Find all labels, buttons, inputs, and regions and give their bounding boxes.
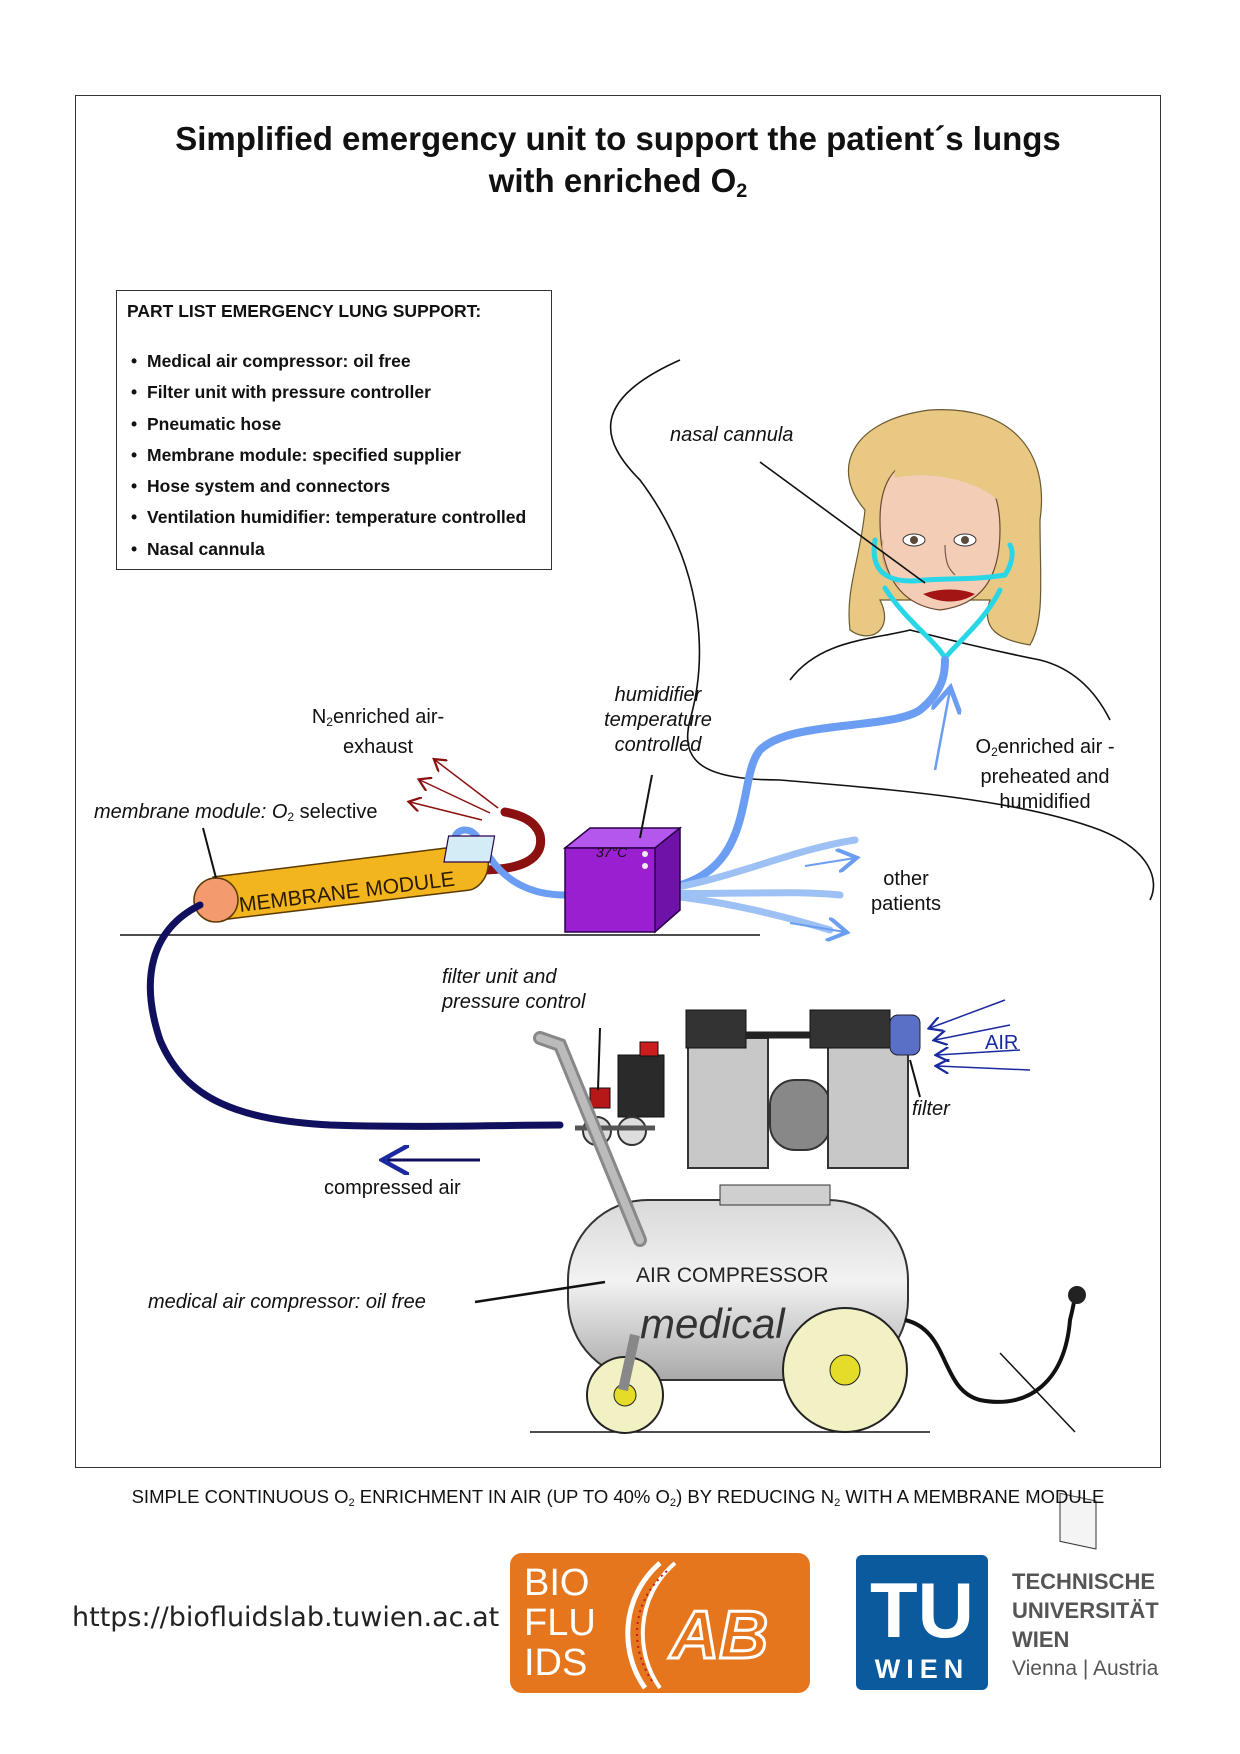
medical-compressor-pointer (474, 1280, 606, 1304)
patient-face (847, 409, 1042, 646)
compressed-air-hose (146, 901, 564, 1130)
title-line-1: Simplified emergency unit to support the… (175, 120, 1061, 157)
compressed-air-label: compressed air (324, 1177, 461, 1199)
air-label: AIR (985, 1032, 1019, 1054)
tu-wien-name: TECHNISCHE UNIVERSITÄT WIEN Vienna | Aus… (1012, 1569, 1159, 1680)
part-list-item: Nasal cannula (127, 534, 551, 565)
humidifier-label: humidifier temperature controlled (604, 684, 712, 756)
compressor-body-text: AIR COMPRESSOR (636, 1264, 829, 1287)
nasal-cannula-label: nasal cannula (670, 424, 794, 446)
nasal-cannula-pointer (759, 461, 926, 584)
other-patients-branches (656, 836, 859, 934)
filter-unit-pointer (597, 1027, 601, 1091)
exhaust-label: N2enriched air- exhaust (311, 706, 445, 758)
biofluids-lab-logo: BIO FLU IDS AB (510, 1553, 810, 1693)
humidifier-display: 37°C (596, 844, 628, 860)
humidifier: 37°C (443, 826, 683, 934)
filter-unit-label: filter unit and pressure control (442, 966, 586, 1013)
logo-text-ab: AB (668, 1597, 768, 1673)
part-list-item: Medical air compressor: oil free (127, 346, 551, 377)
other-patients-arrows (789, 858, 855, 932)
nasal-cannula (871, 537, 1015, 661)
part-list-item: Hose system and connectors (127, 471, 551, 502)
website-url[interactable]: https://biofluidslab.tuwien.ac.at (72, 1602, 500, 1633)
membrane-module-label: membrane module: O2 selective (94, 801, 378, 824)
air-intake-arrows (930, 999, 1031, 1070)
compressor-script-text: medical (640, 1300, 786, 1347)
air-compressor: AIR COMPRESSOR medical (530, 1009, 1097, 1550)
part-list-item: Ventilation humidifier: temperature cont… (127, 502, 551, 533)
logo-text-ids: IDS (524, 1642, 587, 1684)
membrane-module-pointer (202, 827, 217, 879)
caption: SIMPLE CONTINUOUS O2 ENRICHMENT IN AIR (… (131, 1486, 1105, 1509)
part-list-item: Filter unit with pressure controller (127, 377, 551, 408)
page-title: Simplified emergency unit to support the… (75, 118, 1161, 212)
o2-flow-arrow (935, 690, 950, 771)
tu-logo-wien: WIEN (875, 1654, 970, 1684)
medical-compressor-label: medical air compressor: oil free (148, 1291, 426, 1313)
part-list: Medical air compressor: oil free Filter … (127, 346, 551, 565)
filter-pointer (909, 1059, 921, 1098)
part-list-item: Membrane module: specified supplier (127, 440, 551, 471)
part-list-item: Pneumatic hose (127, 409, 551, 440)
logo-text-flu: FLU (524, 1602, 596, 1644)
part-list-heading: PART LIST EMERGENCY LUNG SUPPORT: (127, 301, 482, 321)
part-list-box: PART LIST EMERGENCY LUNG SUPPORT: Medica… (116, 290, 552, 570)
filter-label: filter (912, 1098, 950, 1120)
title-line-2: with enriched O2 (488, 162, 748, 202)
logo-text-bio: BIO (524, 1562, 589, 1604)
tu-wien-logo: TU WIEN (856, 1555, 988, 1690)
other-patients-label: other patients (870, 868, 942, 915)
humidifier-pointer (639, 774, 653, 839)
o2-enriched-air-label: O2enriched air - preheated and humidifie… (975, 736, 1115, 813)
tu-logo-letters: TU (870, 1566, 974, 1654)
exhaust-arrows (410, 760, 499, 821)
diagram-frame (75, 95, 1161, 1468)
membrane-module: MEMBRANE MODULE (193, 844, 490, 923)
